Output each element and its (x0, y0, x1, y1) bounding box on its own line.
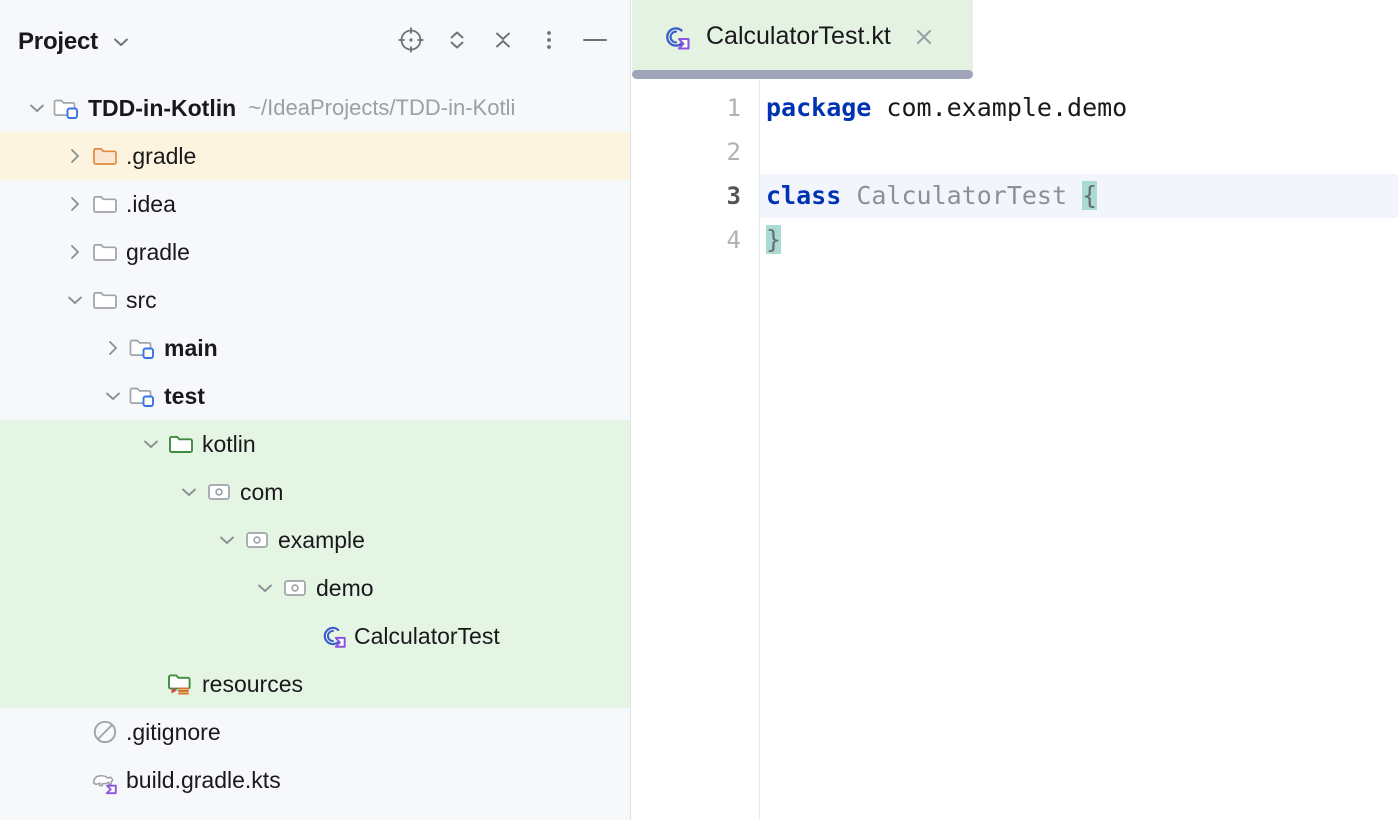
tree-node-label: demo (316, 574, 374, 601)
code-editor[interactable]: 1 2 3 4 package com.example.demo class Calcu… (631, 80, 1398, 820)
editor-gutter[interactable]: 1 2 3 4 (631, 80, 760, 820)
tree-node-src[interactable]: src (0, 276, 630, 324)
chevron-down-icon[interactable] (60, 289, 90, 311)
tree-node-label: TDD-in-Kotlin (88, 94, 237, 121)
folder-icon (90, 190, 120, 218)
project-tree: TDD-in-Kotlin ~/IdeaProjects/TDD-in-Kotli… (0, 84, 630, 804)
tree-node-label: gradle (126, 238, 190, 265)
close-icon[interactable] (909, 22, 939, 52)
project-panel-header: Project (0, 0, 630, 84)
tree-node-example[interactable]: example (0, 516, 630, 564)
excluded-folder-icon (90, 142, 120, 170)
editor-tab-label: CalculatorTest.kt (706, 22, 891, 50)
module-folder-icon (128, 334, 158, 362)
tree-node-test[interactable]: test (0, 372, 630, 420)
package-icon (242, 526, 272, 554)
chevron-down-icon[interactable] (250, 577, 280, 599)
module-folder-icon (128, 382, 158, 410)
collapse-all-button[interactable] (482, 21, 524, 63)
tree-node-label: .gradle (126, 142, 197, 169)
line-number: 1 (726, 94, 741, 122)
code-token-brace: { (1082, 181, 1098, 210)
folder-icon (90, 238, 120, 266)
tree-node-demo[interactable]: demo (0, 564, 630, 612)
panel-title: Project (18, 28, 98, 55)
select-opened-file-button[interactable] (390, 21, 432, 63)
collapse-all-chevrons-icon (488, 25, 518, 60)
project-tool-window: Project (0, 0, 631, 820)
tree-node-dot-idea[interactable]: .idea (0, 180, 630, 228)
tree-node-calculator-test[interactable]: CalculatorTest (0, 612, 630, 660)
expand-all-button[interactable] (436, 21, 478, 63)
vertical-dots-icon (534, 25, 564, 60)
tree-node-label: resources (202, 670, 303, 697)
tree-node-tdd-in-kotlin[interactable]: TDD-in-Kotlin ~/IdeaProjects/TDD-in-Kotli (0, 84, 630, 132)
test-source-root-folder-icon (166, 430, 196, 458)
editor-area: CalculatorTest.kt 1 2 3 4 package com.examp… (631, 0, 1398, 820)
chevron-right-icon[interactable] (60, 241, 90, 263)
code-token-dim: CalculatorTest (841, 181, 1083, 210)
chevron-right-icon[interactable] (60, 145, 90, 167)
line-number: 4 (726, 226, 741, 254)
tree-node-com[interactable]: com (0, 468, 630, 516)
tree-node-gitignore[interactable]: .gitignore (0, 708, 630, 756)
kotlin-class-icon (660, 21, 692, 53)
editor-tab-calculatortest[interactable]: CalculatorTest.kt (632, 0, 973, 73)
folder-icon (90, 286, 120, 314)
hide-panel-button[interactable] (574, 21, 616, 63)
code-line[interactable]: } (760, 218, 1398, 262)
tree-node-label: main (164, 334, 218, 361)
package-icon (204, 478, 234, 506)
tree-node-label: kotlin (202, 430, 256, 457)
crosshair-target-icon (396, 25, 426, 60)
tree-node-resources[interactable]: resources (0, 660, 630, 708)
minimize-dash-icon (578, 25, 612, 60)
editor-tab-bar: CalculatorTest.kt (631, 0, 1398, 80)
tree-node-label: test (164, 382, 205, 409)
tree-node-build-gradle-kts[interactable]: build.gradle.kts (0, 756, 630, 804)
chevron-down-icon[interactable] (174, 481, 204, 503)
tree-node-dot-gradle[interactable]: .gradle (0, 132, 630, 180)
chevron-down-icon[interactable] (22, 97, 52, 119)
code-line[interactable]: class CalculatorTest { (760, 174, 1398, 218)
tree-node-label: src (126, 286, 157, 313)
project-panel-toolbar (390, 21, 616, 63)
editor-tab-active-underline (632, 70, 973, 79)
tree-node-label: example (278, 526, 365, 553)
gitignore-circle-slash-icon (90, 717, 120, 747)
package-icon (280, 574, 310, 602)
tree-node-label: .idea (126, 190, 176, 217)
tree-node-label: CalculatorTest (354, 622, 500, 649)
line-number: 2 (726, 138, 741, 166)
chevron-right-icon[interactable] (98, 337, 128, 359)
tree-node-path: ~/IdeaProjects/TDD-in-Kotli (248, 95, 516, 120)
tree-node-label: com (240, 478, 284, 505)
code-line[interactable] (760, 130, 1398, 174)
chevron-down-icon[interactable] (212, 529, 242, 551)
code-token-kw: class (766, 181, 842, 210)
chevron-down-icon[interactable] (110, 31, 132, 53)
kotlin-class-icon (318, 620, 348, 652)
test-resources-root-folder-icon (166, 669, 196, 699)
code-line[interactable]: package com.example.demo (760, 86, 1398, 130)
chevron-right-icon[interactable] (60, 193, 90, 215)
expand-all-chevrons-icon (442, 25, 472, 60)
tree-node-kotlin[interactable]: kotlin (0, 420, 630, 468)
tree-node-main[interactable]: main (0, 324, 630, 372)
chevron-down-icon[interactable] (136, 433, 166, 455)
more-options-button[interactable] (528, 21, 570, 63)
code-token-brace: } (766, 225, 782, 254)
code-token-plain: com.example.demo (871, 93, 1128, 122)
project-module-folder-icon (52, 94, 82, 122)
gradle-kts-elephant-icon (90, 764, 120, 796)
tree-node-gradle[interactable]: gradle (0, 228, 630, 276)
tree-node-label: build.gradle.kts (126, 766, 281, 793)
tree-node-label: .gitignore (126, 718, 221, 745)
chevron-down-icon[interactable] (98, 385, 128, 407)
code-token-kw: package (766, 93, 872, 122)
line-number: 3 (726, 182, 741, 210)
